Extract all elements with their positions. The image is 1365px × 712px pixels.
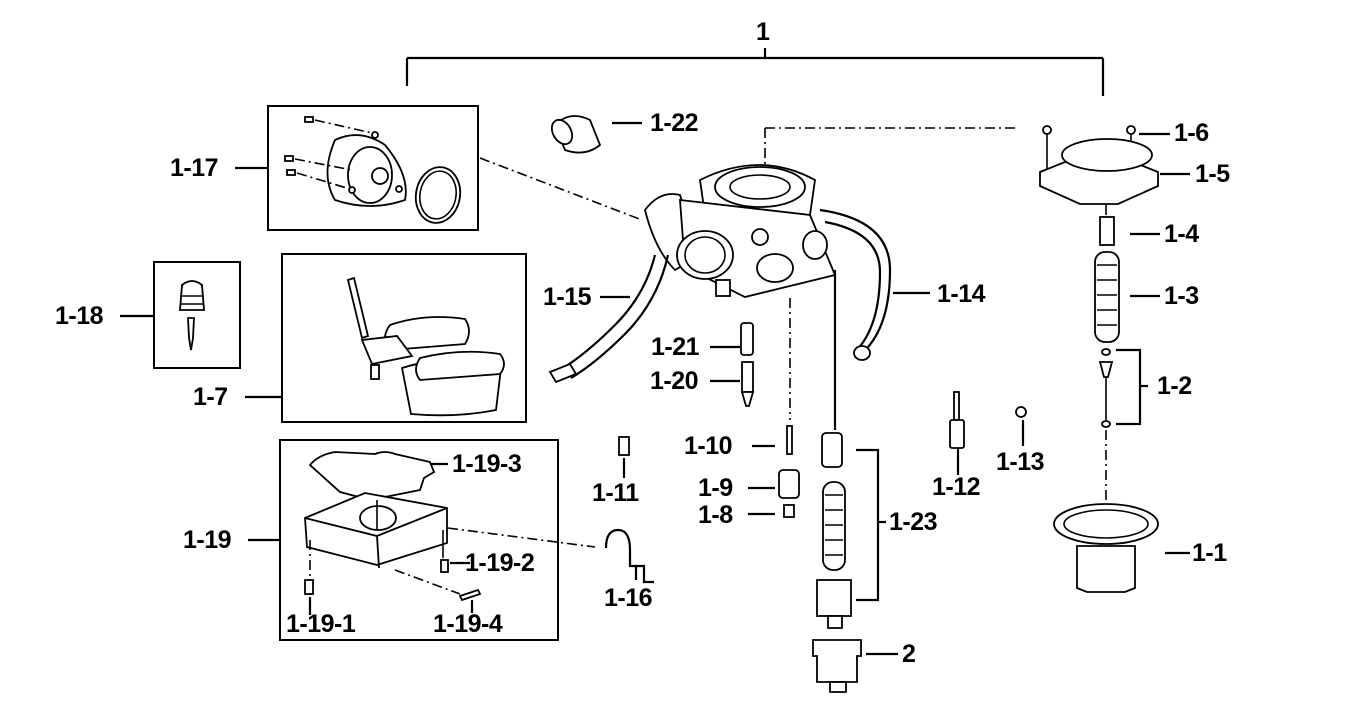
label-1-11: 1-11 — [592, 479, 639, 507]
label-1-14: 1-14 — [937, 280, 986, 308]
float-group — [245, 253, 527, 423]
label-1-20: 1-20 — [650, 367, 699, 395]
part-1-12 — [949, 391, 965, 475]
label-1-19-2: 1-19-2 — [465, 549, 535, 577]
label-1-3: 1-3 — [1164, 282, 1199, 310]
right-slide-assembly — [1039, 125, 1190, 593]
label-1-9: 1-9 — [698, 474, 733, 502]
label-1-19: 1-19 — [183, 526, 232, 554]
label-1-16: 1-16 — [604, 584, 653, 612]
label-assembly-1: 1 — [756, 18, 770, 46]
label-1-5: 1-5 — [1195, 160, 1230, 188]
choke-cover-group — [235, 105, 479, 231]
jet-parts-21-20 — [710, 322, 755, 407]
label-1-4: 1-4 — [1164, 220, 1199, 248]
label-1-19-1: 1-19-1 — [286, 610, 356, 638]
assembly-bracket — [405, 48, 1105, 96]
part-2 — [812, 639, 898, 693]
label-1-18: 1-18 — [55, 302, 104, 330]
label-1-7: 1-7 — [193, 383, 228, 411]
label-1-17: 1-17 — [170, 154, 219, 182]
label-1-6: 1-6 — [1174, 119, 1209, 147]
label-1-22: 1-22 — [650, 109, 699, 137]
part-1-22 — [550, 115, 642, 154]
label-1-13: 1-13 — [996, 448, 1045, 476]
label-1-15: 1-15 — [543, 283, 592, 311]
label-1-10: 1-10 — [684, 432, 733, 460]
jet-parts-10-9-8 — [748, 425, 800, 518]
label-1-21: 1-21 — [651, 333, 700, 361]
part-1-16 — [604, 528, 654, 584]
label-1-1: 1-1 — [1192, 539, 1227, 567]
part-1-11 — [618, 436, 630, 478]
label-1-23: 1-23 — [889, 508, 938, 536]
part-1-23 — [816, 432, 886, 629]
carburetor-body — [479, 127, 1018, 430]
label-1-19-3: 1-19-3 — [452, 450, 522, 478]
label-1-2: 1-2 — [1157, 372, 1192, 400]
label-2: 2 — [902, 640, 916, 668]
label-1-8: 1-8 — [698, 501, 733, 529]
float-bowl-group — [248, 439, 596, 641]
label-1-19-4: 1-19-4 — [433, 610, 503, 638]
part-1-13 — [1015, 406, 1027, 446]
label-1-12: 1-12 — [932, 473, 981, 501]
float-valve-group — [120, 261, 241, 369]
